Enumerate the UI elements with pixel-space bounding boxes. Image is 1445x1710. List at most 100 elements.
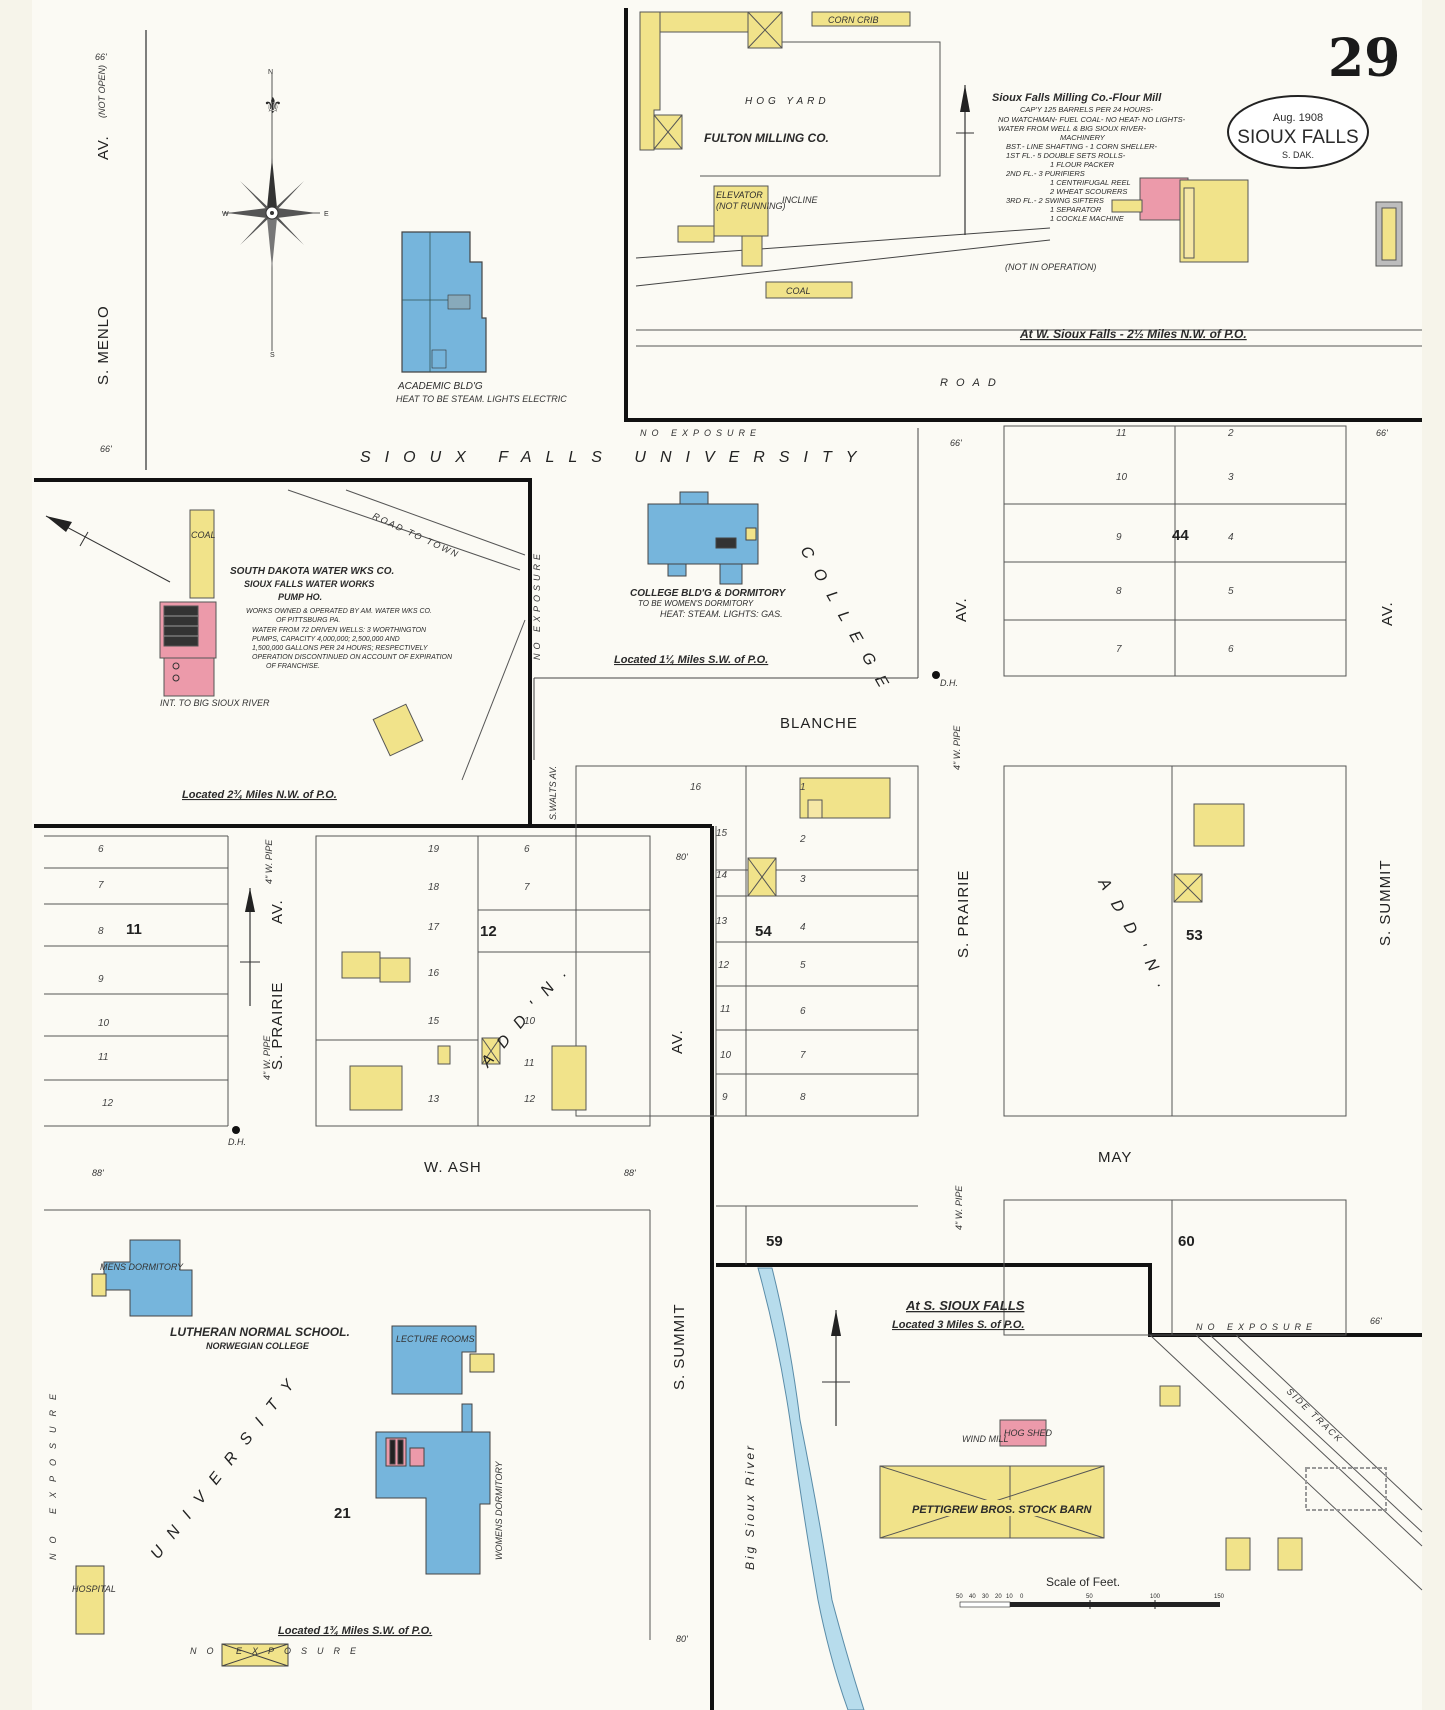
svg-text:11: 11	[98, 1052, 108, 1063]
waltz-av-label: S.WALTS AV.	[548, 766, 558, 820]
hog-shed-label: HOG SHED	[1004, 1428, 1053, 1438]
pump-house	[159, 509, 424, 757]
svg-text:1 SEPARATOR: 1 SEPARATOR	[1050, 205, 1102, 214]
svg-text:40: 40	[969, 1594, 976, 1600]
barn-label-bg	[908, 1500, 1076, 1516]
svg-text:17: 17	[428, 922, 440, 933]
pipe-label-1: 4" W. PIPE	[952, 725, 962, 770]
stamp-mark	[1305, 1467, 1387, 1511]
svg-text:2: 2	[799, 834, 806, 845]
elevator-label: ELEVATOR	[716, 190, 763, 200]
svg-text:CAP'Y 125 BARRELS PER 24 HOURS: CAP'Y 125 BARRELS PER 24 HOURS-	[1020, 105, 1154, 114]
street-summit-right: S. SUMMIT	[1377, 860, 1394, 947]
svg-text:11: 11	[720, 1004, 730, 1015]
road-label: ROAD	[940, 377, 1004, 389]
ww-pump: PUMP HO.	[278, 592, 322, 602]
block-53	[1003, 765, 1347, 1117]
not-running-label: (NOT RUNNING)	[716, 201, 786, 211]
block-54-bldgs	[747, 777, 891, 897]
cartouche-date: Aug. 1908	[1273, 112, 1323, 124]
svg-text:13: 13	[428, 1094, 440, 1105]
svg-text:10: 10	[1006, 1594, 1013, 1600]
street-lines	[533, 428, 919, 760]
north-arrow-icon	[956, 85, 974, 235]
street-summit-left-av: AV.	[669, 1029, 686, 1054]
street-university-top: SIOUX FALLS UNIVERSITY	[360, 449, 870, 466]
arrow-nw-icon	[45, 515, 171, 583]
dh-label-2: D.H.	[228, 1137, 246, 1147]
lutheran-sub: NORWEGIAN COLLEGE	[206, 1341, 310, 1351]
cartouche	[1227, 95, 1369, 169]
lecture-label: LECTURE ROOMS	[396, 1334, 475, 1344]
svg-text:30: 30	[982, 1594, 989, 1600]
measure-66-e: 66'	[1370, 1316, 1382, 1326]
college-building	[647, 491, 759, 585]
street-may: MAY	[1098, 1149, 1132, 1166]
street-summit-bottom: S. SUMMIT	[671, 1304, 688, 1391]
hydrant-icon	[932, 671, 940, 679]
ww-details: WORKS OWNED & OPERATED BY AM. WATER WKS …	[246, 608, 453, 670]
svg-text:50: 50	[1086, 1594, 1093, 1600]
map-area	[32, 0, 1422, 1710]
block-label-11: 11	[126, 921, 142, 938]
svg-text:10: 10	[720, 1050, 732, 1061]
measure-80-a: 80'	[676, 852, 688, 862]
svg-text:9: 9	[1116, 532, 1122, 543]
street-prairie-mid: S. PRAIRIE	[955, 870, 972, 958]
svg-text:2ND FL.- 3 PURIFIERS: 2ND FL.- 3 PURIFIERS	[1005, 169, 1085, 178]
academic-name: ACADEMIC BLD'G	[397, 381, 483, 392]
block-label-54: 54	[755, 923, 772, 940]
svg-text:1: 1	[800, 782, 806, 793]
svg-text:12: 12	[102, 1098, 114, 1109]
college-note: TO BE WOMEN'S DORMITORY	[638, 599, 754, 608]
cartouche-city: SIOUX FALLS	[1237, 127, 1358, 148]
womens-dorm-label: WOMENS DORMITORY	[494, 1461, 504, 1560]
svg-text:BST.- LINE SHAFTING - 1 CORN S: BST.- LINE SHAFTING - 1 CORN SHELLER-	[1006, 142, 1158, 151]
svg-text:7: 7	[1116, 644, 1122, 655]
no-exposure-right: NO EXPOSURE	[1196, 1322, 1317, 1332]
mens-dorm-label: MENS DORMITORY	[100, 1262, 184, 1272]
street-prairie-left: S. PRAIRIE	[269, 982, 286, 1070]
hog-yard-label: HOG YARD	[745, 96, 830, 107]
measure-66-a: 66'	[95, 52, 107, 62]
svg-text:50: 50	[956, 1594, 963, 1600]
water-works-area	[287, 489, 526, 781]
block-label-44: 44	[1172, 527, 1189, 544]
svg-text:WATER FROM WELL & BIG SIOUX RI: WATER FROM WELL & BIG SIOUX RIVER-	[998, 124, 1146, 133]
svg-text:WATER FROM 72 DRIVEN WELLS: 3: WATER FROM 72 DRIVEN WELLS: 3 WORTHINGTO…	[252, 627, 427, 634]
svg-text:14: 14	[716, 870, 728, 881]
academic-building	[401, 231, 487, 373]
street-ash: W. ASH	[424, 1159, 482, 1176]
block-54	[575, 765, 919, 1117]
street-av-2: AV.	[1379, 601, 1396, 626]
svg-text:2: 2	[1227, 428, 1234, 439]
svg-text:WORKS OWNED & OPERATED BY AM.: WORKS OWNED & OPERATED BY AM. WATER WKS …	[246, 608, 432, 615]
svg-text:10: 10	[524, 1016, 536, 1027]
measure-88-a: 88'	[92, 1168, 104, 1178]
lutheran-grounds	[44, 1209, 651, 1640]
pipe-label-4: 4" W. PIPE	[262, 1035, 272, 1080]
svg-text:13: 13	[716, 916, 728, 927]
college-location: Located 1¼ Miles S.W. of P.O.	[614, 654, 768, 666]
svg-text:1 FLOUR PACKER: 1 FLOUR PACKER	[1050, 160, 1115, 169]
north-arrow-bottom-icon	[822, 1310, 850, 1426]
compass-e: E	[324, 211, 329, 218]
svg-text:OF PITTSBURG PA.: OF PITTSBURG PA.	[276, 617, 340, 624]
compass-w: W	[222, 211, 229, 218]
river	[757, 1267, 865, 1710]
lutheran-buildings	[75, 1239, 495, 1667]
svg-text:8: 8	[1116, 586, 1122, 597]
svg-text:16: 16	[428, 968, 440, 979]
svg-text:OPERATION DISCONTINUED ON ACCO: OPERATION DISCONTINUED ON ACCOUNT OF EXP…	[252, 654, 453, 661]
hospital-label: HOSPITAL	[72, 1584, 116, 1594]
not-in-operation-label: (NOT IN OPERATION)	[1005, 262, 1096, 272]
hydrant-left-icon	[232, 1126, 240, 1134]
street-av-1: AV.	[953, 597, 970, 622]
svg-text:4: 4	[800, 922, 806, 933]
incline-label: INCLINE	[782, 195, 819, 205]
svg-text:9: 9	[722, 1092, 728, 1103]
block-12	[315, 835, 651, 1127]
svg-text:15: 15	[428, 1016, 440, 1027]
